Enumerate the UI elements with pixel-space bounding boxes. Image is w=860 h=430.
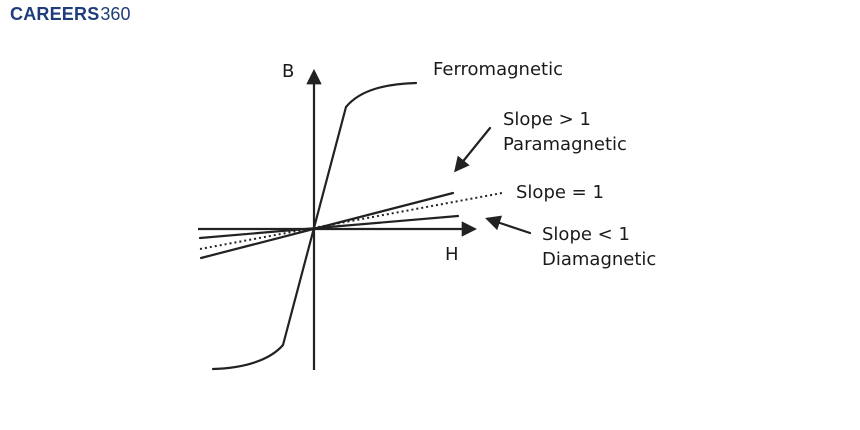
logo-text-360: 360	[100, 4, 131, 24]
careers360-logo: CAREERS 360	[10, 4, 130, 26]
diamagnetic-line	[198, 214, 460, 240]
slope-equal-one-line	[199, 192, 503, 250]
x-axis-label: H	[445, 244, 459, 265]
slope-gt-1-label: Slope > 1	[503, 109, 591, 130]
diamagnetic-pointer-arrow	[485, 215, 532, 235]
y-axis-label: B	[282, 61, 294, 82]
slope-lt-1-label: Slope < 1	[542, 224, 630, 245]
diamagnetic-label: Diamagnetic	[542, 249, 656, 270]
paramagnetic-pointer-arrow	[454, 126, 492, 173]
ferromagnetic-curve	[211, 81, 418, 371]
paramagnetic-label: Paramagnetic	[503, 134, 627, 155]
slope-eq-1-label: Slope = 1	[516, 182, 604, 203]
paramagnetic-line	[199, 191, 455, 260]
ferromagnetic-label: Ferromagnetic	[433, 59, 563, 80]
logo-text-careers: CAREERS	[10, 4, 100, 24]
